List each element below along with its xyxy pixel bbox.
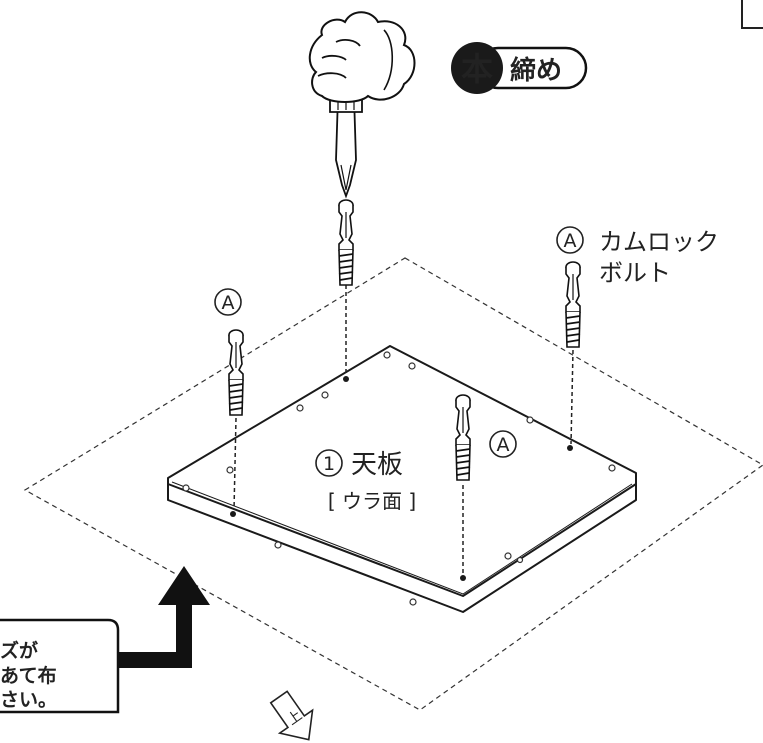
floor-up-arrow-icon <box>269 690 314 741</box>
bolt-guide-lines <box>233 285 574 574</box>
floor-area-outline <box>23 257 763 711</box>
bolt-name-line2: ボルト <box>599 259 671 287</box>
note-line-2: あて布 <box>0 664 57 687</box>
note-line-1: ズが <box>0 639 38 662</box>
bolt-marker-center: A <box>497 434 510 456</box>
bolt-name-line1: カムロック <box>599 228 719 256</box>
frame-corner <box>741 0 763 29</box>
cam-lock-bolt-icon <box>228 329 244 416</box>
marker-circles <box>214 226 584 458</box>
badge-text: 締め <box>510 55 562 86</box>
table-top-board <box>167 345 637 613</box>
board-number-circle <box>315 449 343 477</box>
note-line-3: さい。 <box>0 689 57 711</box>
bolt-label-marker: A <box>564 230 577 252</box>
note-callout <box>0 566 210 714</box>
final-tighten-badge <box>451 42 588 94</box>
board-side: [ ウラ面 ] <box>328 489 416 513</box>
cam-lock-bolt-icon <box>338 199 354 286</box>
board-name: 天板 <box>351 450 403 480</box>
cam-lock-bolt-icon <box>455 394 471 481</box>
bolt-marker-left: A <box>222 292 235 314</box>
board-number: 1 <box>323 453 335 475</box>
badge-kanji: 本 <box>461 50 493 88</box>
hand-screwdriver-icon <box>308 11 416 199</box>
cam-lock-bolt-icon <box>565 261 581 348</box>
